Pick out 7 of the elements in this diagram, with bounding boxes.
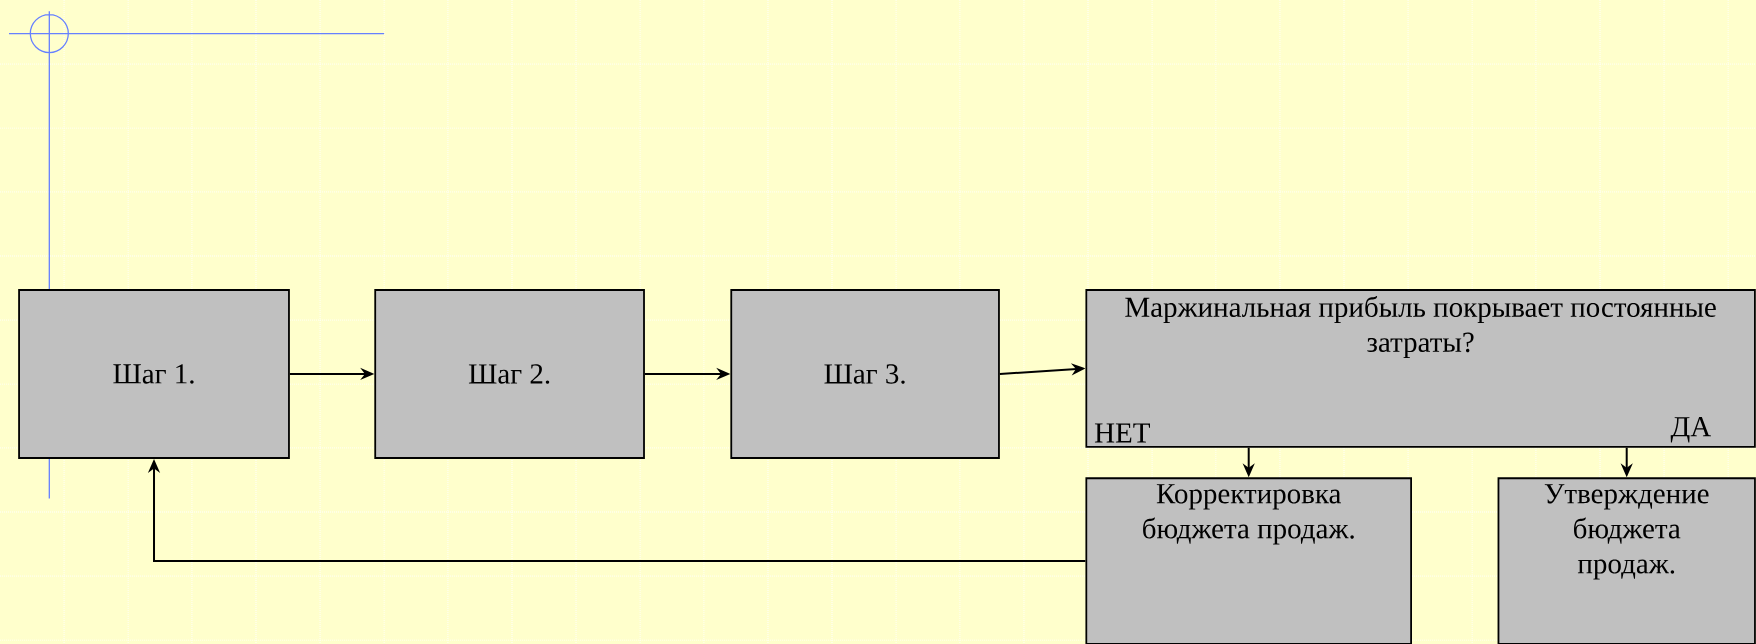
process-box: Шаг 3. (730, 289, 1000, 459)
process-box: Корректировка бюджета продаж. (1085, 477, 1412, 644)
branch-label: НЕТ (1094, 423, 1150, 443)
process-box: Шаг 1. (18, 289, 290, 459)
process-box: Шаг 2. (374, 289, 645, 459)
process-box: Утверждение бюджета продаж. (1497, 477, 1756, 644)
branch-label: ДА (1670, 417, 1711, 443)
